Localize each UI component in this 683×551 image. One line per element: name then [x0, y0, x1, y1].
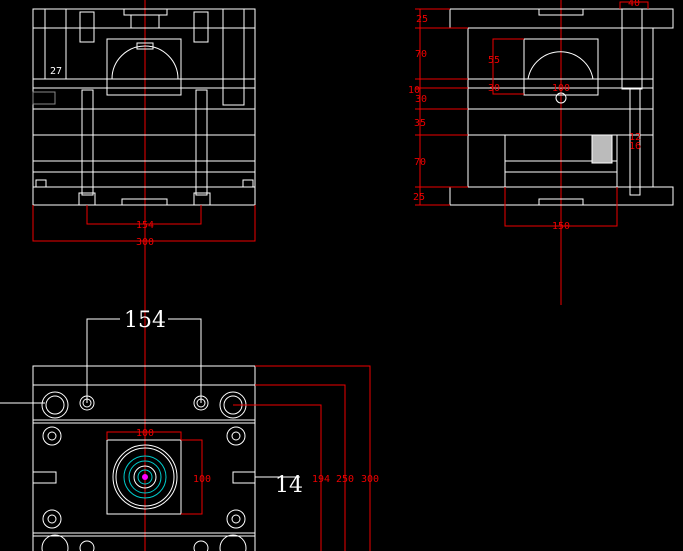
side-view	[449, 8, 674, 206]
dim-label-100-height: 100	[193, 474, 211, 485]
dim-label-25-bottom: 25	[413, 192, 425, 203]
dim-label-55: 55	[488, 55, 500, 66]
front-view	[32, 8, 256, 206]
sprue-mark	[142, 474, 148, 480]
dim-label-100-side: 100	[552, 83, 570, 94]
dim-label-14: 14	[275, 473, 303, 498]
dim-label-30-a: 30	[415, 94, 427, 105]
dim-label-27: 27	[50, 66, 62, 77]
top-view	[0, 318, 300, 551]
dim-label-12: 12	[629, 132, 641, 143]
dim-label-300-front: 300	[136, 237, 154, 248]
dim-label-35: 35	[414, 118, 426, 129]
dim-label-300-top: 300	[361, 474, 379, 485]
dim-label-16: 16	[629, 141, 641, 152]
dim-label-150: 150	[552, 221, 570, 232]
dim-label-25-top: 25	[416, 14, 428, 25]
dim-label-100-width: 100	[136, 428, 154, 439]
dim-label-10: 10	[408, 85, 420, 96]
dim-label-154-top: 154	[124, 308, 166, 333]
dim-label-250: 250	[336, 474, 354, 485]
dim-label-194: 194	[312, 474, 330, 485]
top-dimensions	[106, 365, 371, 551]
dim-label-30-b: 30	[488, 83, 500, 94]
dim-label-154-front: 154	[136, 220, 154, 231]
dim-label-40: 40	[628, 0, 640, 9]
front-dimensions	[32, 205, 256, 242]
dim-label-70-a: 70	[415, 49, 427, 60]
dim-label-70-b: 70	[414, 157, 426, 168]
side-dimensions	[415, 1, 649, 227]
